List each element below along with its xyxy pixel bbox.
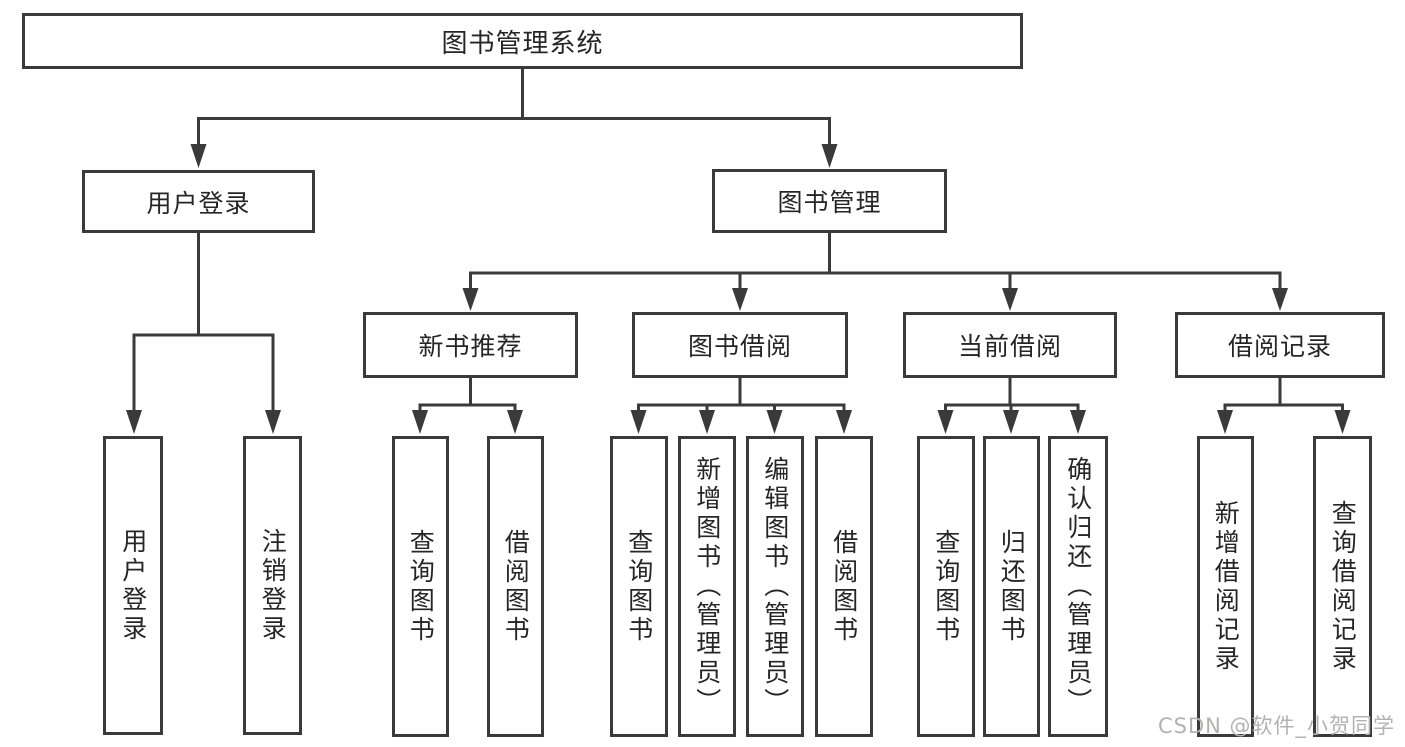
leaf-query-books-recommend: 查询图书: [392, 436, 449, 737]
node-new-book-recommendation: 新书推荐: [363, 312, 578, 378]
leaf-label: 编辑图书（管理员）: [760, 456, 790, 717]
leaf-label: 注销登录: [258, 527, 288, 644]
leaf-label: 查询图书: [931, 528, 961, 645]
leaf-logout: 注销登录: [243, 436, 302, 735]
node-label: 新书推荐: [418, 332, 523, 361]
node-label: 图书管理: [777, 188, 882, 217]
leaf-label: 确认归还（管理员）: [1063, 456, 1093, 717]
node-library-management-system: 图书管理系统: [22, 13, 1023, 69]
node-user-login: 用户登录: [82, 170, 315, 233]
leaf-label: 归还图书: [997, 528, 1027, 645]
leaf-add-borrow-record: 新增借阅记录: [1197, 436, 1254, 737]
leaf-label: 借阅图书: [829, 528, 859, 645]
node-label: 用户登录: [146, 188, 251, 218]
leaf-edit-book-admin: 编辑图书（管理员）: [746, 436, 804, 737]
node-book-borrowing: 图书借阅: [632, 312, 848, 378]
leaf-add-book-admin: 新增图书（管理员）: [678, 436, 736, 737]
node-label: 借阅记录: [1227, 332, 1332, 361]
node-label: 图书借阅: [687, 332, 792, 361]
leaf-user-login: 用户登录: [103, 436, 163, 735]
leaf-query-books-borrowing: 查询图书: [610, 436, 668, 737]
leaf-query-borrow-record: 查询借阅记录: [1313, 436, 1372, 737]
node-book-management: 图书管理: [712, 169, 947, 233]
leaf-label: 用户登录: [118, 527, 148, 644]
leaf-query-books-current: 查询图书: [917, 436, 975, 737]
node-label: 图书管理系统: [441, 28, 604, 59]
leaf-borrow-books-recommend: 借阅图书: [487, 436, 544, 737]
node-borrowing-records: 借阅记录: [1175, 312, 1385, 378]
leaf-return-books: 归还图书: [983, 436, 1040, 737]
csdn-watermark: CSDN @软件_小贺同学: [1158, 714, 1396, 738]
leaf-confirm-return-admin: 确认归还（管理员）: [1048, 436, 1108, 737]
leaf-label: 查询图书: [406, 528, 436, 645]
node-current-borrowing: 当前借阅: [903, 312, 1117, 378]
node-label: 当前借阅: [957, 332, 1062, 361]
leaf-label: 新增图书（管理员）: [692, 456, 722, 717]
leaf-label: 查询图书: [624, 528, 654, 645]
leaf-label: 新增借阅记录: [1211, 499, 1241, 674]
leaf-borrow-books-borrowing: 借阅图书: [815, 436, 873, 737]
leaf-label: 查询借阅记录: [1328, 499, 1358, 674]
leaf-label: 借阅图书: [501, 528, 531, 645]
